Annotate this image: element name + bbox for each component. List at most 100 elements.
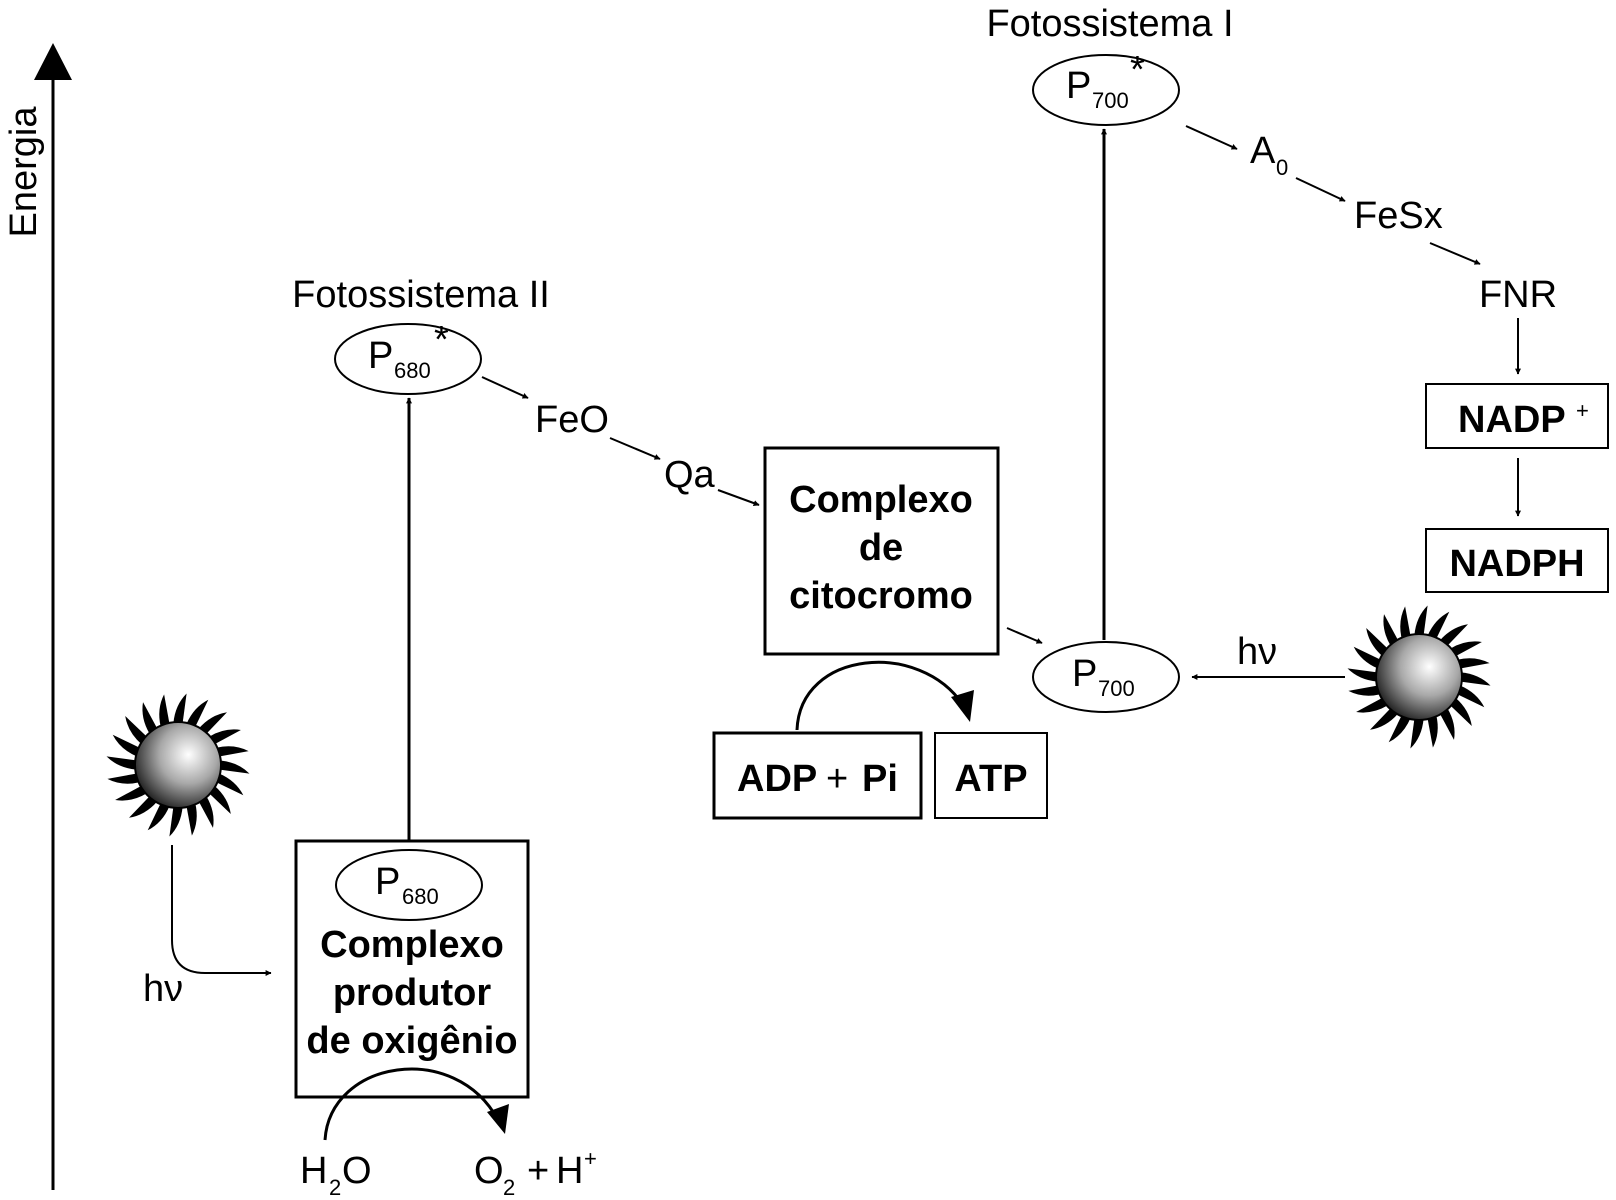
sun-ray	[1427, 715, 1438, 748]
sun-ray	[219, 760, 250, 774]
svg-text:O: O	[342, 1150, 372, 1192]
light-label-ps1: hν	[1237, 631, 1277, 673]
energy-axis-label: Energia	[3, 106, 45, 238]
arrow-a0-to-fesx	[1295, 177, 1346, 202]
arrow-cytochrome-to-p700	[1006, 627, 1043, 644]
sun-ray	[1414, 605, 1428, 636]
atp-synthesis-arrowhead	[951, 690, 974, 722]
p700-ground-node: P 700	[1032, 641, 1180, 713]
svg-text:P: P	[368, 335, 393, 377]
energy-axis: Energia	[3, 43, 72, 1190]
sun-ray	[1439, 624, 1468, 646]
sun-ray	[1353, 646, 1381, 669]
nadph-box: NADPH	[1425, 528, 1609, 593]
sun-ray	[198, 712, 227, 734]
p680-excited-node: P 680 *	[334, 319, 482, 395]
atp-label: ATP	[954, 758, 1027, 800]
p700-excited-main: P	[1066, 65, 1091, 107]
sun-ray	[1410, 718, 1424, 749]
sun-ray	[129, 796, 158, 818]
svg-text:Pi: Pi	[862, 758, 898, 800]
sun-ray	[186, 803, 197, 836]
sun-ray	[1370, 708, 1399, 730]
svg-text:H: H	[556, 1150, 583, 1192]
sun-disc	[1375, 633, 1463, 721]
sun-ray	[107, 773, 140, 784]
oec-line3: de oxigênio	[306, 1020, 517, 1062]
svg-text:+: +	[584, 1146, 597, 1171]
sun-ray	[1427, 611, 1450, 639]
arrow-p700-to-a0	[1185, 125, 1238, 150]
atp-synthesis-arrow	[795, 661, 965, 731]
sun-ray	[147, 803, 170, 831]
p700-excited-node: P 700 *	[1032, 49, 1180, 126]
sun-ray	[1450, 641, 1482, 657]
arrow-p680-to-feo	[481, 376, 529, 399]
p700-ground-sub: 700	[1098, 676, 1135, 701]
svg-text:ADP: ADP	[737, 758, 817, 800]
p700-ground-main: P	[1072, 653, 1097, 695]
svg-text:0: 0	[1276, 155, 1288, 180]
cytochrome-line1: Complexo	[789, 479, 973, 521]
light-label-ps2: hν	[143, 968, 183, 1010]
water-splitting-arrow	[323, 1067, 500, 1141]
sun-ray	[216, 773, 244, 796]
arrow-qa-to-cytochrome	[717, 489, 760, 506]
sun-ray	[1400, 606, 1411, 639]
sun-ray	[173, 693, 187, 724]
oxygen-evolving-complex: P 680 Complexo produtor de oxigênio	[294, 839, 530, 1099]
qa-label: Qa	[664, 454, 716, 496]
p680-ground-main: P	[375, 861, 400, 903]
sun-ray	[1388, 715, 1411, 743]
sun-ray	[1460, 672, 1491, 686]
sun-ray	[198, 796, 214, 828]
photosystem-i-title: Fotossistema I	[986, 3, 1233, 45]
cytochrome-line3: citocromo	[789, 575, 973, 617]
sun-ray	[1347, 668, 1378, 682]
sun-icon	[1347, 605, 1491, 749]
arrow-feo-to-qa	[609, 437, 661, 460]
sun-icon	[106, 693, 250, 837]
water-splitting-arrowhead	[487, 1104, 509, 1134]
nadph-label: NADPH	[1449, 543, 1584, 585]
svg-text:O: O	[474, 1150, 504, 1192]
sun-ray	[1439, 708, 1455, 740]
svg-text:+: +	[527, 1150, 549, 1192]
p680-excited-main: P	[368, 335, 393, 377]
cytochrome-complex: Complexo de citocromo	[763, 446, 1000, 656]
oxygen-proton-label: O 2 + H +	[474, 1146, 597, 1200]
a0-label: A 0	[1250, 130, 1288, 180]
sun-ray	[1457, 658, 1490, 669]
sun-ray	[125, 716, 147, 745]
adp-pi-box: ADP + Pi	[712, 731, 923, 820]
sun-ray	[142, 702, 158, 734]
sun-ray	[1457, 685, 1485, 708]
sun-ray	[1348, 685, 1381, 696]
sun-ray	[209, 785, 231, 814]
sun-ray	[169, 806, 183, 837]
oec-line2: produtor	[333, 972, 492, 1014]
sun-ray	[1383, 614, 1399, 646]
p680-excited-star: *	[434, 319, 449, 361]
p680-ground-sub: 680	[402, 884, 439, 909]
sun-ray	[186, 699, 209, 727]
light-arrow-ps2	[171, 845, 272, 976]
sun-ray	[216, 746, 249, 757]
sun-ray	[106, 756, 137, 770]
svg-text:H: H	[300, 1150, 327, 1192]
svg-text:A: A	[1250, 130, 1276, 172]
svg-text:2: 2	[329, 1175, 341, 1200]
svg-text:NADP: NADP	[1458, 399, 1566, 441]
svg-text:2: 2	[503, 1175, 515, 1200]
oec-line1: Complexo	[320, 924, 504, 966]
water-label: H 2 O	[300, 1150, 372, 1200]
svg-text:+: +	[826, 758, 848, 800]
feo-label: FeO	[535, 399, 609, 441]
sun-ray	[1366, 628, 1388, 657]
sun-ray	[112, 734, 140, 757]
p680-excited-sub: 680	[394, 358, 431, 383]
cytochrome-line2: de	[859, 527, 903, 569]
sun-ray	[1450, 697, 1472, 726]
photosystem-ii-title: Fotossistema II	[292, 274, 550, 316]
